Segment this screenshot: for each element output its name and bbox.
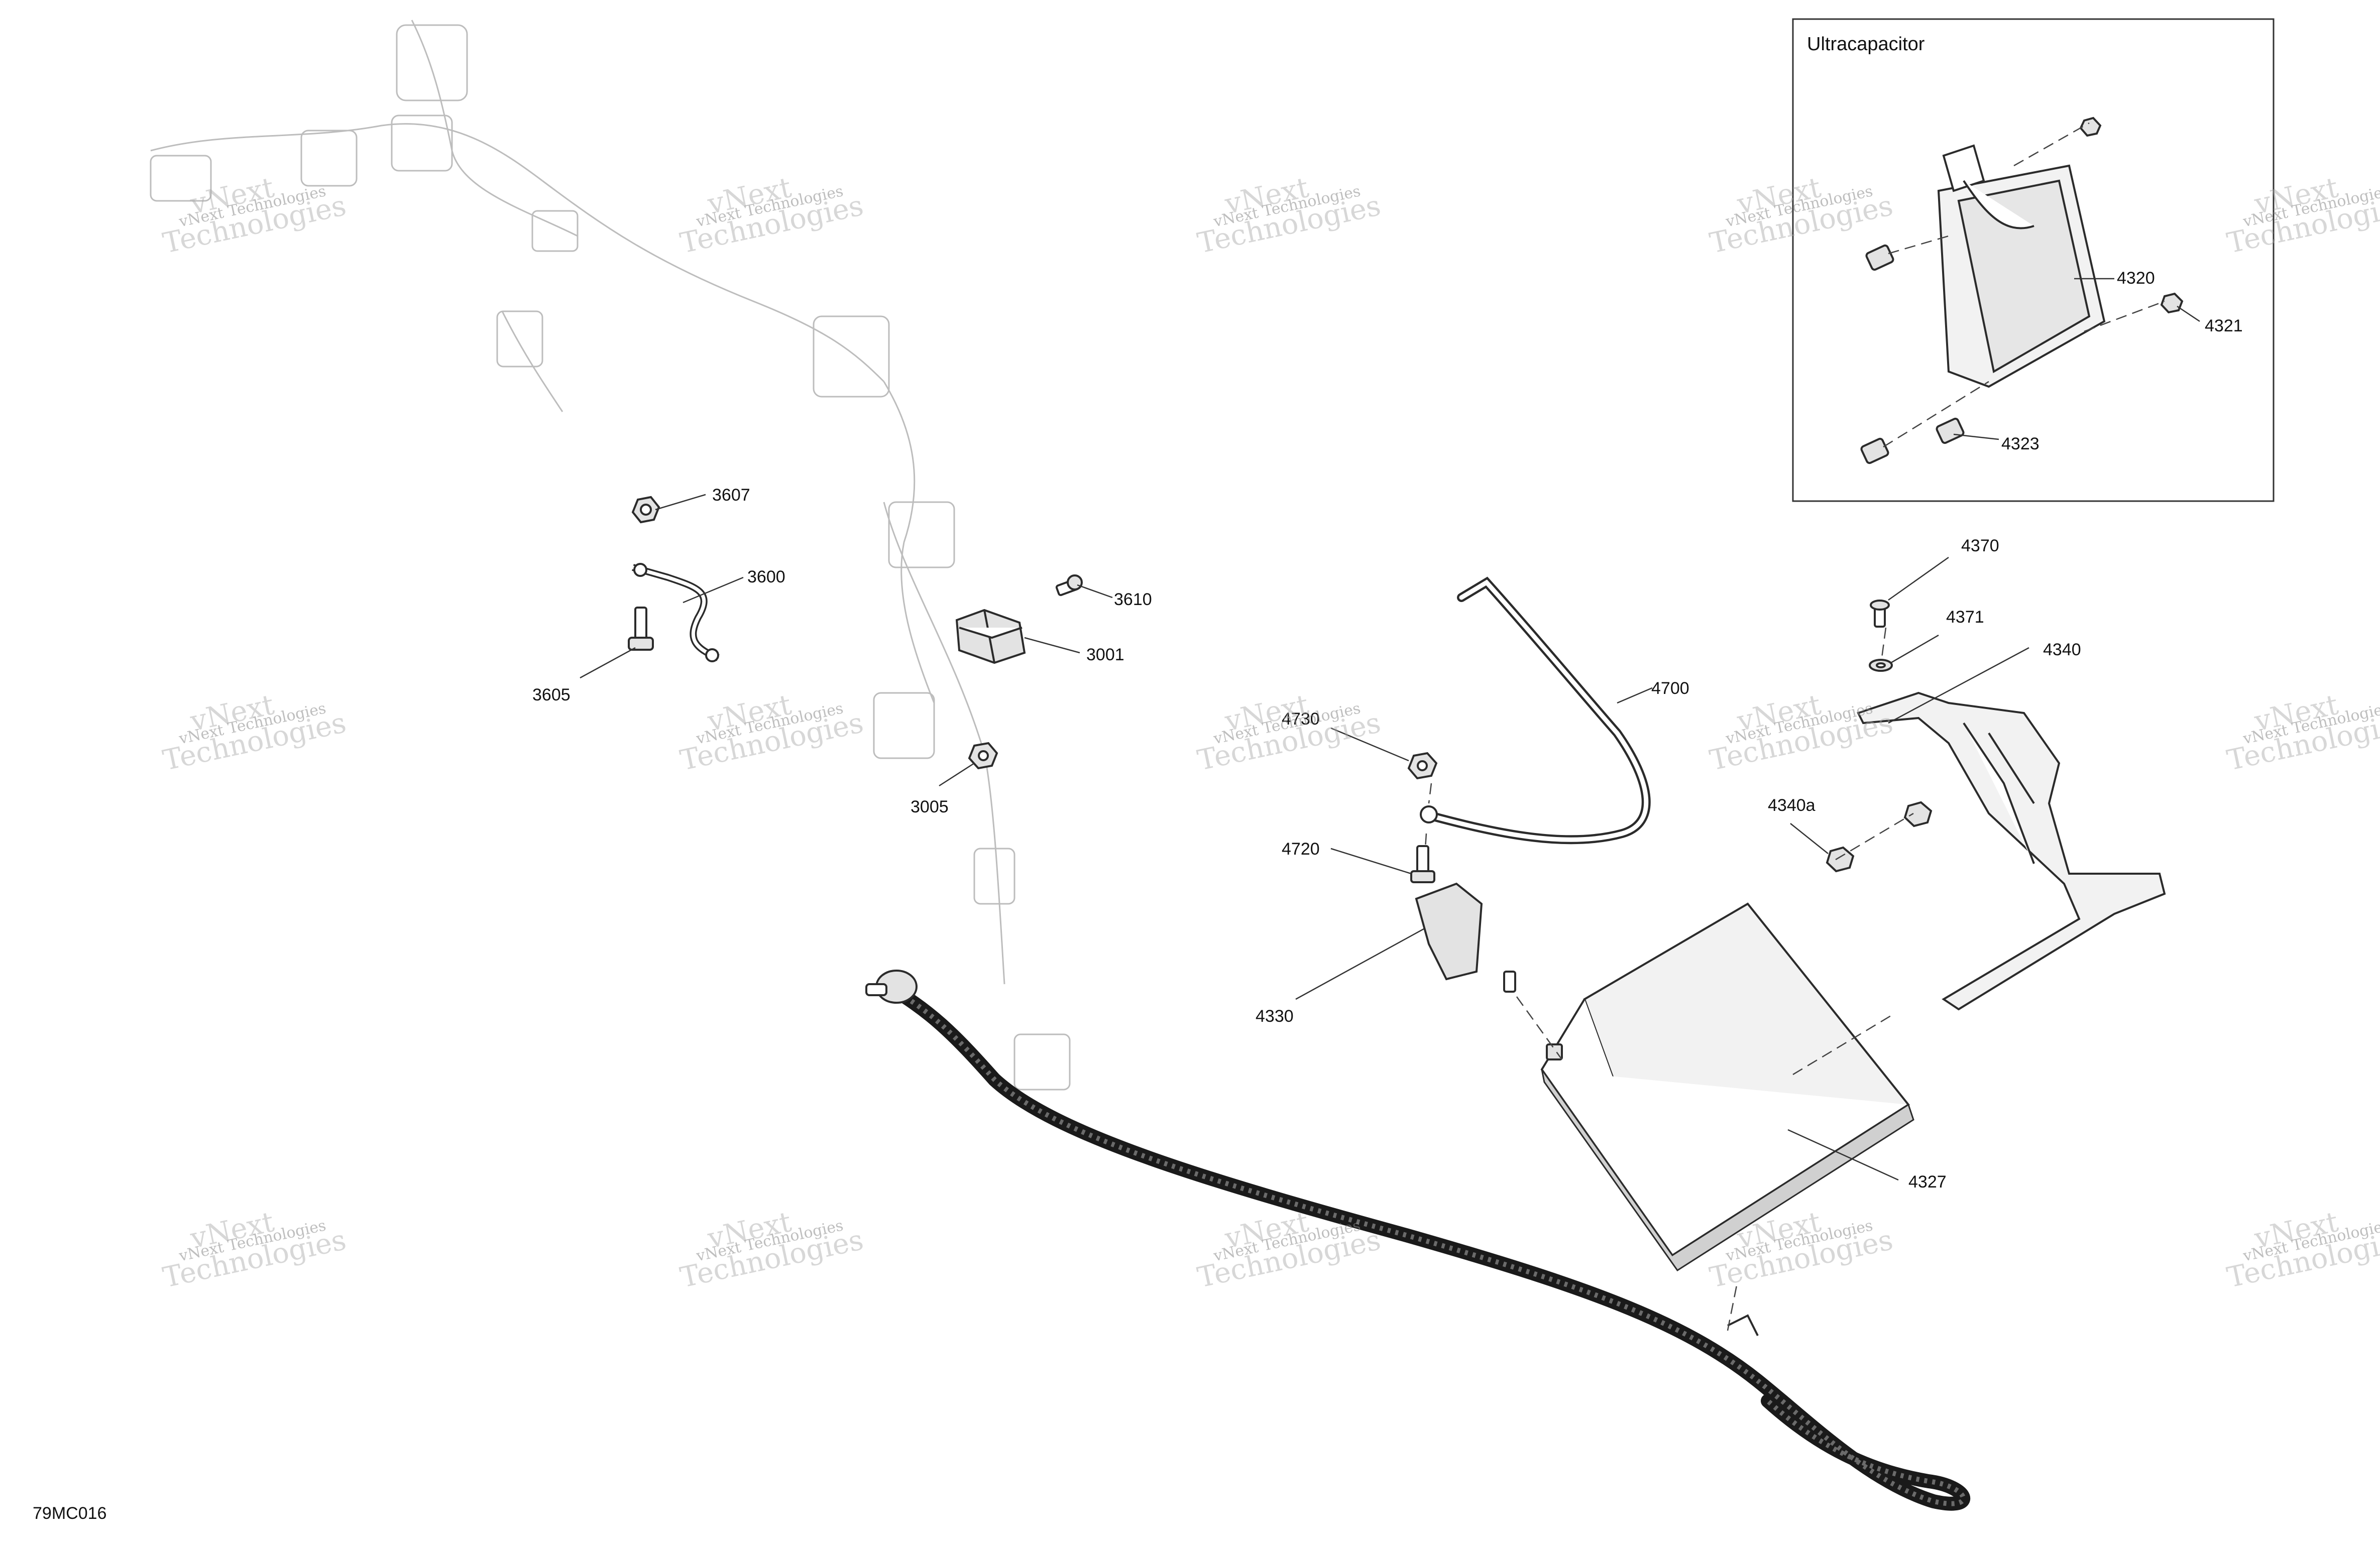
callout-4320: 4320 xyxy=(2117,269,2155,288)
watermark: vNext Technologies vNext Technologies xyxy=(677,1206,866,1294)
terminal-cover-4330 xyxy=(1415,882,1516,993)
battery-bracket-4340 xyxy=(1857,691,2166,1011)
callout-4323: 4323 xyxy=(2001,434,2039,453)
nut-4321 xyxy=(2160,292,2184,314)
callout-4720: 4720 xyxy=(1282,840,1320,859)
ghost-harness xyxy=(150,20,1071,1091)
watermark: vNext Technologies vNext Technologies xyxy=(160,688,349,777)
callout-3600: 3600 xyxy=(747,567,785,586)
nut-4340a xyxy=(1826,801,1933,873)
callout-3005: 3005 xyxy=(911,797,949,816)
battery-cable-4700 xyxy=(1420,576,1651,845)
watermark: vNext Technologies vNext Technologies xyxy=(1195,171,1384,260)
washer-4371 xyxy=(1869,659,1893,672)
standoffs-4323 xyxy=(1860,417,1965,464)
ultracapacitor-4320 xyxy=(1937,144,2106,388)
watermark: vNext Technologies vNext Technologies xyxy=(677,688,866,777)
callout-3001: 3001 xyxy=(1086,645,1124,664)
callout-4700: 4700 xyxy=(1651,679,1689,698)
nut-4730 xyxy=(1407,752,1438,780)
callout-4371: 4371 xyxy=(1946,608,1984,627)
inset-title: Ultracapacitor xyxy=(1807,34,1925,55)
battery-4327 xyxy=(1540,902,1914,1272)
watermark: vNext Technologies vNext Technologies xyxy=(2224,1206,2380,1294)
main-harness-cable xyxy=(865,970,1971,1511)
callout-4730: 4730 xyxy=(1282,709,1320,729)
watermark: vNext Technologies vNext Technologies xyxy=(677,171,866,260)
watermark: vNext Technologies vNext Technologies xyxy=(1707,688,1896,777)
watermark: vNext Technologies vNext Technologies xyxy=(2224,688,2380,777)
callout-4330: 4330 xyxy=(1256,1007,1294,1026)
callout-4327: 4327 xyxy=(1908,1172,1947,1192)
callout-4370: 4370 xyxy=(1961,536,1999,555)
watermark: vNext Technologies vNext Technologies xyxy=(1707,171,1896,260)
nut-3607 xyxy=(631,496,660,524)
watermark: vNext Technologies vNext Technologies xyxy=(160,171,349,260)
watermark: vNext Technologies vNext Technologies xyxy=(1195,688,1384,777)
callout-3605: 3605 xyxy=(532,685,571,704)
bolt-3605 xyxy=(628,607,654,651)
ultracapacitor-inset: Ultracapacitor xyxy=(1792,18,2275,502)
drawing-code: 79MC016 xyxy=(33,1504,106,1523)
watermark: vNext Technologies vNext Technologies xyxy=(160,1206,349,1294)
callout-3610: 3610 xyxy=(1114,590,1152,609)
nut-3005 xyxy=(968,742,998,770)
callout-4340: 4340 xyxy=(2043,640,2081,659)
bolt-4720 xyxy=(1410,845,1435,883)
relay-3001 xyxy=(955,609,1026,664)
callout-4321: 4321 xyxy=(2205,316,2243,335)
callout-3607: 3607 xyxy=(712,486,750,505)
leader-lines xyxy=(580,278,2200,1331)
callout-4340a: 4340a xyxy=(1768,796,1816,815)
callout-labels: 3607 3600 3605 3610 3001 3005 4730 4720 … xyxy=(33,269,2243,1523)
screw-4370 xyxy=(1870,600,1890,628)
ground-strap-3600 xyxy=(632,563,720,662)
